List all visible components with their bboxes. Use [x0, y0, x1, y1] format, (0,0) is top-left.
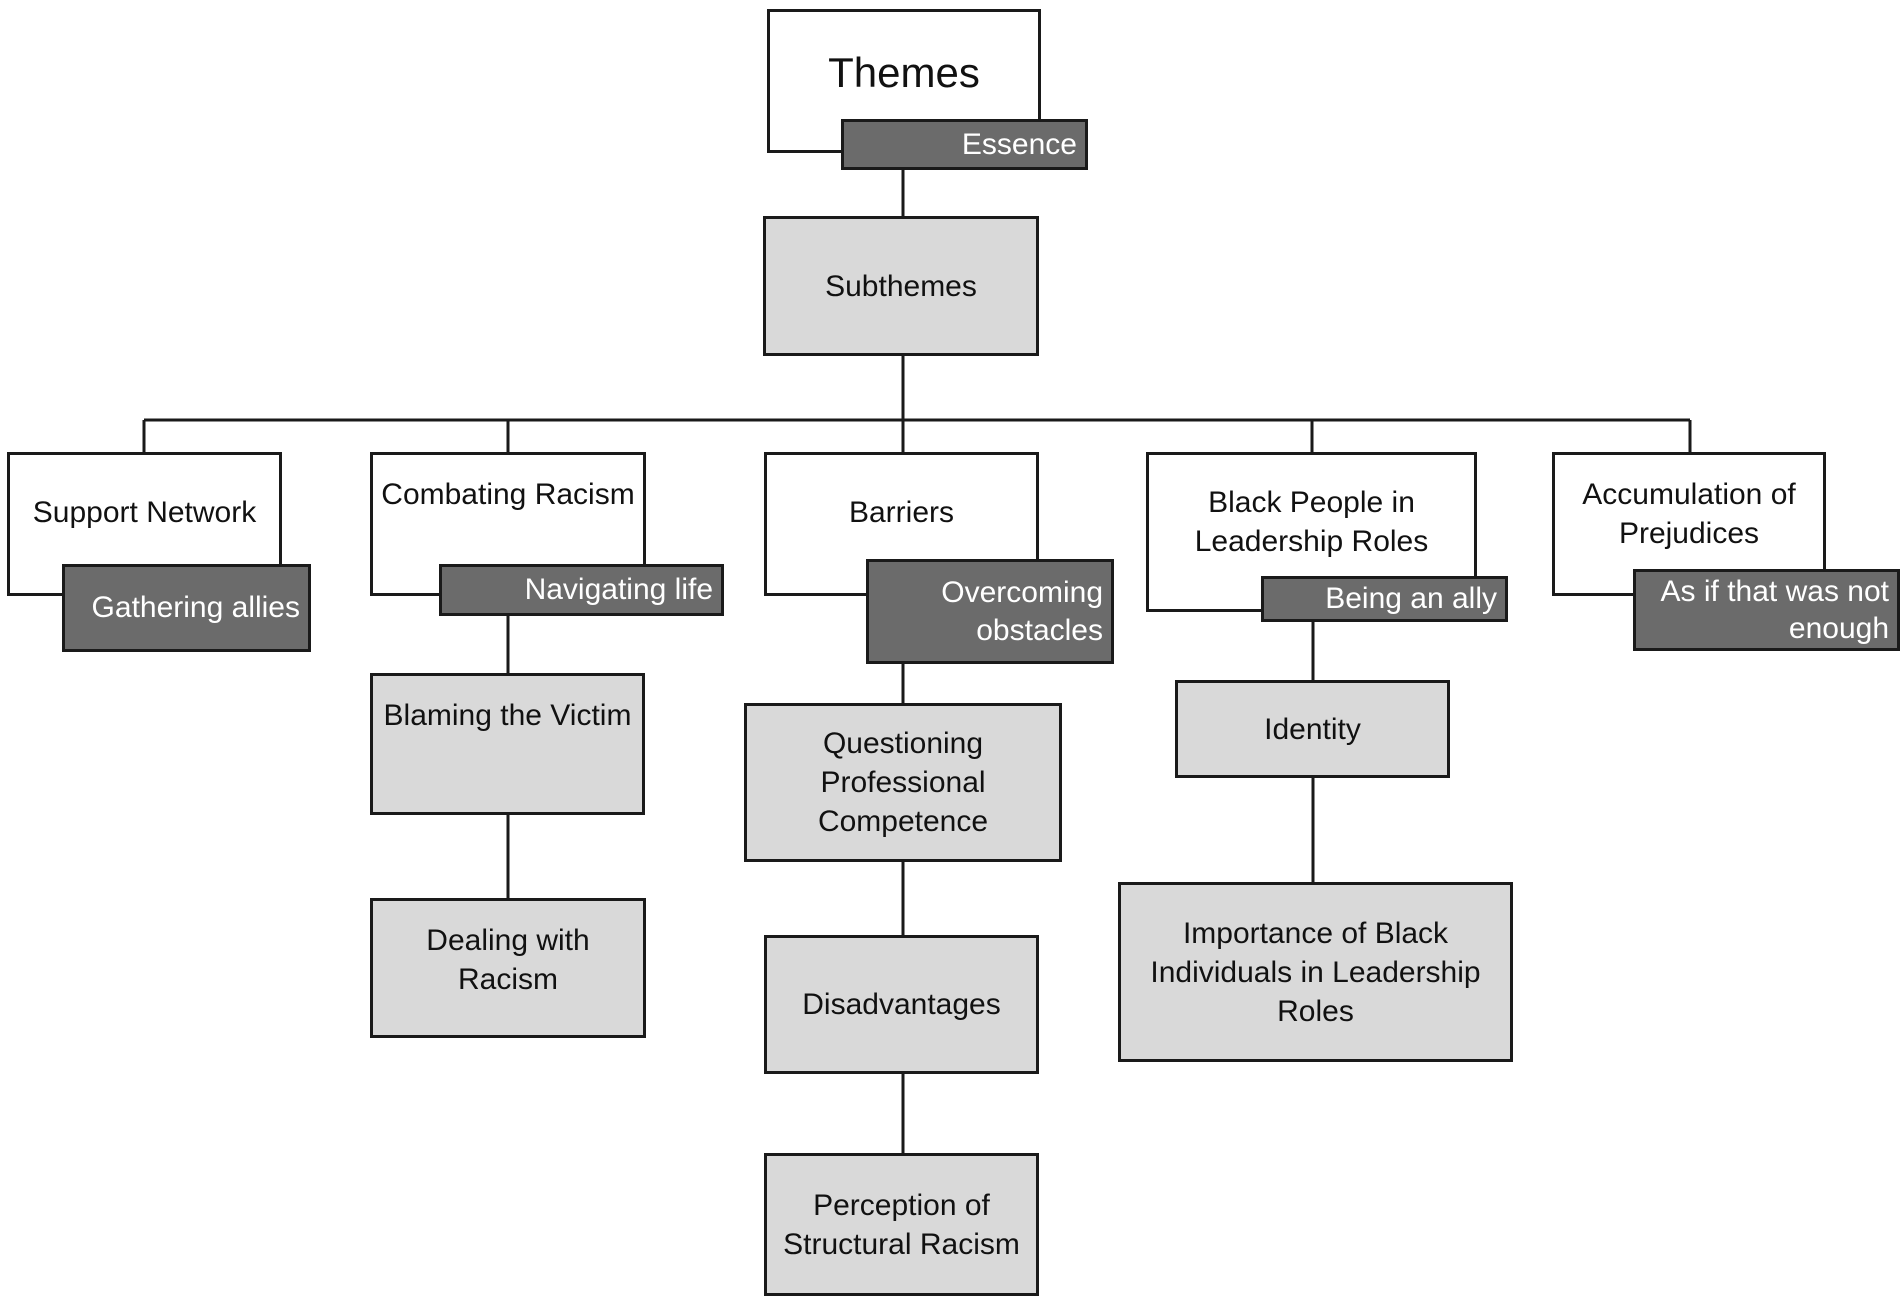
subtheme-label: Blaming the Victim	[383, 699, 632, 732]
subtheme-box-perception-of-structural-racism: Perception of Structural Racism	[764, 1153, 1039, 1296]
theme-label: Combating Racism	[381, 478, 635, 511]
essence-label: Gathering allies	[91, 591, 300, 625]
legend-theme-label: Themes	[828, 49, 980, 96]
subtheme-label: Questioning Professional Competence	[817, 727, 989, 838]
essence-label: Overcoming obstacles	[941, 576, 1103, 647]
essence-box-navigating-life: Navigating life	[439, 564, 724, 616]
essence-label: Being an ally	[1325, 582, 1497, 616]
essence-label: Navigating life	[524, 573, 713, 607]
subtheme-box-disadvantages: Disadvantages	[764, 935, 1039, 1074]
subtheme-box-questioning-professional-competence: Questioning Professional Competence	[744, 703, 1062, 862]
essence-label: As if that was not enough	[1660, 574, 1889, 646]
subtheme-label: Importance of Black Individuals in Leade…	[1150, 916, 1481, 1028]
essence-box-being-an-ally: Being an ally	[1261, 576, 1508, 622]
legend-subtheme-box: Subthemes	[763, 216, 1039, 356]
essence-box-as-if-that-was-not-enough: As if that was not enough	[1633, 569, 1900, 651]
subtheme-label: Identity	[1264, 712, 1361, 746]
theme-label: Support Network	[32, 496, 257, 529]
legend-essence-label: Essence	[961, 127, 1077, 161]
subtheme-label: Disadvantages	[802, 988, 1001, 1021]
subtheme-box-dealing-with-racism: Dealing with Racism	[370, 898, 646, 1038]
subtheme-label: Perception of Structural Racism	[783, 1188, 1020, 1261]
subtheme-box-identity: Identity	[1175, 680, 1450, 778]
subtheme-box-blaming-the-victim: Blaming the Victim	[370, 673, 645, 815]
theme-label: Black People in Leadership Roles	[1194, 486, 1429, 558]
essence-box-overcoming-obstacles: Overcoming obstacles	[866, 559, 1114, 664]
legend-essence-box: Essence	[841, 119, 1088, 170]
subtheme-label: Dealing with Racism	[426, 924, 590, 996]
theme-label: Accumulation of Prejudices	[1582, 478, 1796, 550]
subtheme-box-importance-of-black-individuals: Importance of Black Individuals in Leade…	[1118, 882, 1513, 1062]
essence-box-gathering-allies: Gathering allies	[62, 564, 311, 652]
legend-subtheme-label: Subthemes	[825, 269, 977, 303]
theme-label: Barriers	[848, 496, 954, 529]
